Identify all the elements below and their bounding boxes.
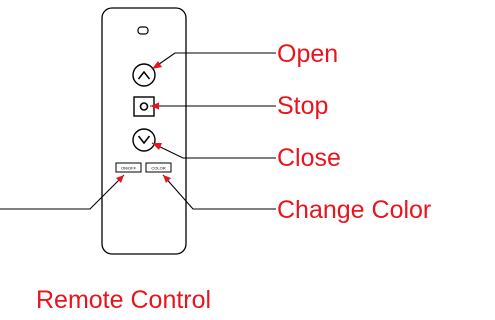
- color-leader-line: [162, 174, 276, 210]
- color-arrowhead: [163, 175, 171, 183]
- remote-control-caption: Remote Control: [36, 286, 212, 314]
- close-arrowhead: [152, 143, 162, 150]
- stop-icon: [139, 102, 149, 111]
- change-color-label: Change Color: [277, 196, 432, 224]
- stop-arrowhead: [150, 102, 159, 110]
- onoff-button-label: ON/OFF: [121, 165, 137, 170]
- arrowheads: [116, 61, 171, 183]
- onoff-arrowhead: [116, 175, 124, 183]
- led-indicator: [137, 26, 149, 35]
- chevron-down-icon: [137, 135, 151, 145]
- chevron-up-icon: [137, 70, 151, 80]
- close-button[interactable]: [132, 128, 156, 152]
- close-label: Close: [277, 144, 341, 172]
- stop-label: Stop: [277, 92, 329, 120]
- onoff-leader-line: [0, 174, 125, 210]
- close-leader-line: [151, 142, 276, 159]
- open-arrowhead: [152, 61, 162, 69]
- open-label: Open: [277, 40, 339, 68]
- color-button-label: COLOR: [151, 165, 165, 170]
- onoff-button[interactable]: ON/OFF: [115, 162, 142, 173]
- open-button[interactable]: [132, 63, 156, 87]
- color-button[interactable]: COLOR: [145, 162, 172, 173]
